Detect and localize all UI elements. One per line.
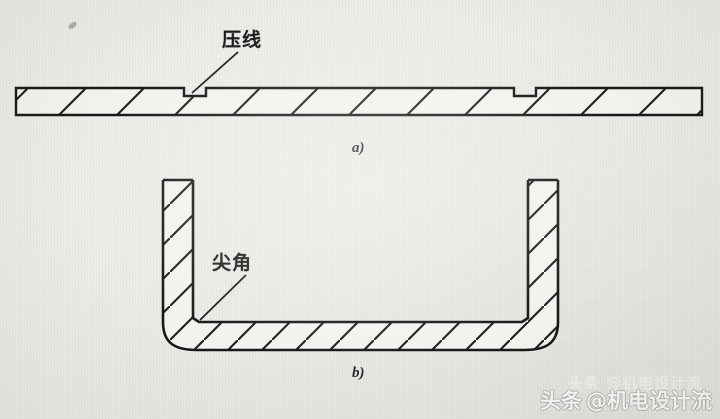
leader-line-score (191, 51, 239, 94)
leader-line-sharp-corner (199, 274, 247, 321)
label-score-line: 压线 (222, 29, 263, 51)
channel-outer-profile (161, 180, 560, 352)
figure-a-flat-strip (14, 51, 704, 117)
watermark-handle: @机电设计流 (586, 389, 712, 413)
watermark: 头条 @机电设计流 (540, 385, 712, 415)
figure-b-u-channel (161, 178, 560, 352)
channel-web-hatching (163, 322, 558, 350)
channel-left-wall-hatching (163, 180, 193, 322)
channel-inner-profile (191, 180, 530, 324)
strip-outline (14, 86, 704, 117)
watermark-ghost: 头条 @机电设计流 (567, 374, 702, 392)
watermark-platform: 头条 (540, 389, 582, 413)
label-sharp-corner: 尖角 (212, 252, 253, 274)
channel-right-wall-hatching (528, 180, 558, 322)
strip-hatching (16, 88, 702, 115)
caption-figure-b: b) (352, 365, 365, 381)
caption-figure-a: a) (352, 140, 365, 156)
